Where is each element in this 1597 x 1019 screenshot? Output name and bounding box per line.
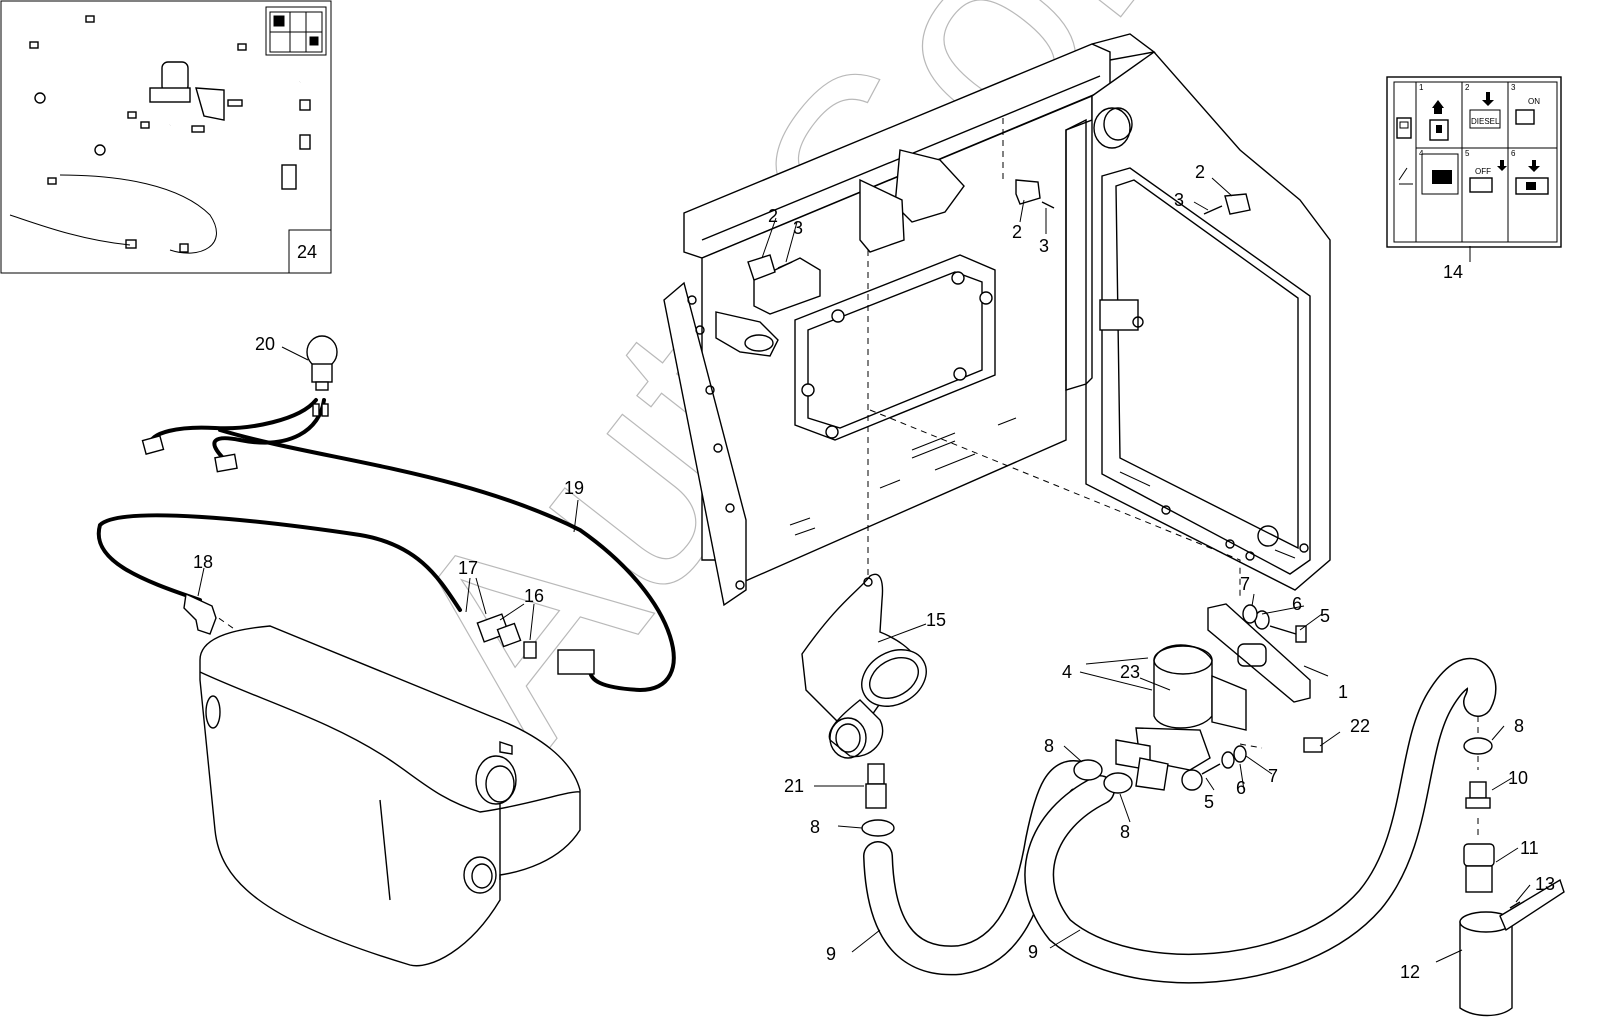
callout-10: 10 xyxy=(1508,768,1528,788)
callout-9a: 9 xyxy=(826,944,836,964)
instruction-label: DIESEL ON OFF 1 2 3 4 5 6 xyxy=(1386,76,1562,248)
callout-5a: 5 xyxy=(1320,606,1330,626)
callout-6a: 6 xyxy=(1292,594,1302,614)
callout-5b: 5 xyxy=(1204,792,1214,812)
hose-clamp xyxy=(1103,772,1133,794)
mounting-bracket-panel xyxy=(663,33,1331,607)
filter-housing-11 xyxy=(1463,843,1495,893)
callout-21: 21 xyxy=(784,776,804,796)
callout-8a: 8 xyxy=(1514,716,1524,736)
screw-13 xyxy=(1509,901,1521,909)
inset-number-box xyxy=(288,229,332,274)
callout-17: 17 xyxy=(458,558,478,578)
callout-3b: 3 xyxy=(1039,236,1049,256)
callout-13: 13 xyxy=(1535,874,1555,894)
callout-20: 20 xyxy=(255,334,275,354)
wire-harness xyxy=(96,398,676,693)
leader-lines xyxy=(197,177,1531,963)
inset-label-thumbnail xyxy=(265,6,327,56)
callout-numbers: 1 2 2 2 3 3 3 4 5 5 6 6 7 7 8 8 8 8 9 9 … xyxy=(193,162,1555,982)
callout-22: 22 xyxy=(1350,716,1370,736)
hose-fitting-21 xyxy=(865,763,887,809)
hose-clamp xyxy=(1463,737,1493,755)
label-on-text: ON xyxy=(1528,97,1540,106)
callout-2c: 2 xyxy=(1195,162,1205,182)
callout-2b: 2 xyxy=(1012,222,1022,242)
fuel-pump xyxy=(1115,603,1311,791)
bolts-washers xyxy=(1201,604,1307,775)
callout-4: 4 xyxy=(1062,662,1072,682)
callout-2a: 2 xyxy=(768,206,778,226)
callout-14: 14 xyxy=(1443,262,1463,282)
fuel-tank xyxy=(199,625,581,967)
label-step-5: 5 xyxy=(1465,149,1470,158)
label-step-6: 6 xyxy=(1511,149,1516,158)
callout-8d: 8 xyxy=(810,817,820,837)
indicator-light xyxy=(306,335,338,391)
callout-15: 15 xyxy=(926,610,946,630)
callout-12: 12 xyxy=(1400,962,1420,982)
fitting-10 xyxy=(1465,781,1491,809)
callout-3a: 3 xyxy=(793,218,803,238)
callout-8c: 8 xyxy=(1120,822,1130,842)
heater-bracket-housing xyxy=(801,573,927,759)
callout-16: 16 xyxy=(524,586,544,606)
callout-1: 1 xyxy=(1338,682,1348,702)
label-step-2: 2 xyxy=(1465,83,1470,92)
inset-pump xyxy=(149,61,225,121)
callout-19: 19 xyxy=(564,478,584,498)
label-step-4: 4 xyxy=(1419,149,1424,158)
callout-6b: 6 xyxy=(1236,778,1246,798)
assembly-lines xyxy=(209,118,1479,840)
callout-7b: 7 xyxy=(1268,766,1278,786)
callout-3c: 3 xyxy=(1174,190,1184,210)
callout-11: 11 xyxy=(1520,838,1539,858)
fuse xyxy=(1303,737,1323,753)
callout-9b: 9 xyxy=(1028,942,1038,962)
callout-18: 18 xyxy=(193,552,213,572)
inset-number: 24 xyxy=(297,242,317,262)
hose-clamp xyxy=(861,819,895,837)
hose-clamp xyxy=(1073,759,1103,781)
label-off-text: OFF xyxy=(1475,167,1491,176)
label-step-1: 1 xyxy=(1419,83,1424,92)
callout-23: 23 xyxy=(1120,662,1140,682)
inset-kit-24: 24 xyxy=(0,0,332,274)
label-step-3: 3 xyxy=(1511,83,1516,92)
fuel-hoses xyxy=(863,657,1497,984)
label-diesel-text: DIESEL xyxy=(1471,117,1500,126)
callout-8b: 8 xyxy=(1044,736,1054,756)
filter-cup-12 xyxy=(1459,878,1565,1017)
inset-frame xyxy=(0,0,332,274)
callout-7a: 7 xyxy=(1240,574,1250,594)
